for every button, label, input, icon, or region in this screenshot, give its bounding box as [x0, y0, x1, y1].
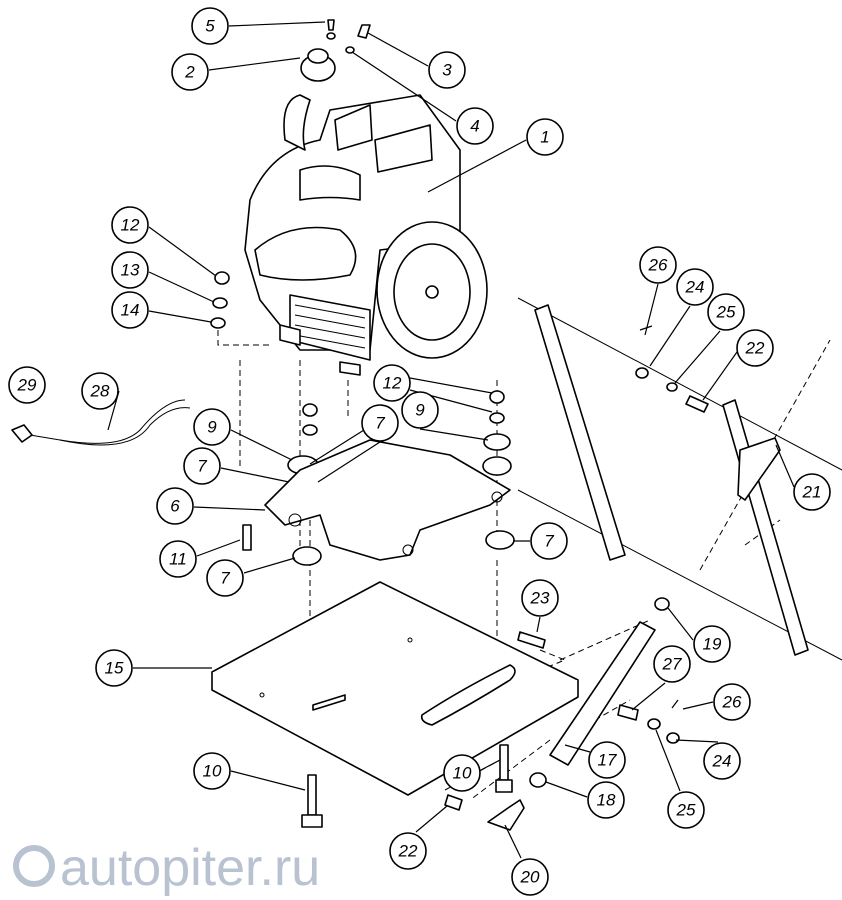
- svg-text:9: 9: [415, 401, 425, 420]
- callout-29: 29: [8, 366, 46, 404]
- svg-text:9: 9: [207, 418, 217, 437]
- svg-text:10: 10: [453, 764, 472, 783]
- callout-24-top: 24: [676, 268, 714, 306]
- callout-26-top: 26: [639, 246, 677, 284]
- svg-text:24: 24: [712, 752, 732, 771]
- callout-17: 17: [588, 741, 626, 779]
- svg-text:28: 28: [90, 382, 110, 401]
- callout-25-lower: 25: [667, 791, 705, 829]
- callout-22-lower: 22: [389, 832, 427, 870]
- svg-text:22: 22: [745, 339, 765, 358]
- svg-text:7: 7: [220, 569, 230, 588]
- engine-bracket: [264, 439, 511, 561]
- callout-22-top: 22: [736, 329, 774, 367]
- callout-10-middle: 10: [443, 754, 481, 792]
- base-plate: [211, 581, 579, 796]
- callout-7-right: 7: [530, 522, 568, 560]
- svg-text:24: 24: [685, 278, 705, 297]
- callout-7-lower: 7: [206, 559, 244, 597]
- callout-11: 11: [159, 540, 197, 578]
- callout-25-top: 25: [707, 293, 745, 331]
- callout-4: 4: [456, 107, 494, 145]
- svg-text:10: 10: [203, 762, 222, 781]
- callout-23: 23: [521, 579, 559, 617]
- svg-text:19: 19: [703, 635, 722, 654]
- bolts: [301, 744, 513, 828]
- svg-text:29: 29: [17, 376, 37, 395]
- callout-15: 15: [95, 649, 133, 687]
- svg-text:4: 4: [470, 117, 479, 136]
- svg-text:12: 12: [383, 374, 402, 393]
- callout-12-middle: 12: [373, 364, 411, 402]
- callout-13: 13: [111, 251, 149, 289]
- svg-text:6: 6: [170, 497, 180, 516]
- leader-lines: [107, 21, 795, 859]
- callout-9-left: 9: [193, 408, 231, 446]
- svg-text:20: 20: [520, 868, 540, 887]
- callout-21: 21: [793, 473, 831, 511]
- callout-24-lower: 24: [703, 742, 741, 780]
- callout-14: 14: [111, 291, 149, 329]
- svg-text:3: 3: [442, 61, 452, 80]
- svg-text:13: 13: [121, 261, 140, 280]
- svg-text:23: 23: [530, 589, 550, 608]
- callout-9-right: 9: [401, 391, 439, 429]
- svg-text:5: 5: [205, 17, 215, 36]
- svg-text:17: 17: [598, 751, 617, 770]
- svg-text:7: 7: [544, 532, 554, 551]
- svg-text:7: 7: [197, 457, 207, 476]
- svg-text:2: 2: [184, 63, 195, 82]
- svg-text:21: 21: [802, 483, 822, 502]
- callout-26-lower: 26: [713, 683, 751, 721]
- svg-text:25: 25: [676, 801, 696, 820]
- callout-27: 27: [653, 645, 691, 683]
- svg-text:15: 15: [105, 659, 124, 678]
- nuts-washers-left: [210, 271, 230, 329]
- throttle-cable: [11, 399, 191, 446]
- svg-text:1: 1: [540, 128, 549, 147]
- callout-1: 1: [526, 118, 564, 156]
- svg-text:26: 26: [648, 256, 668, 275]
- callout-18: 18: [587, 781, 625, 819]
- callout-12-top: 12: [111, 206, 149, 244]
- svg-text:7: 7: [375, 414, 385, 433]
- callout-19: 19: [693, 625, 731, 663]
- callout-3: 3: [428, 51, 466, 89]
- callout-5: 5: [191, 7, 229, 45]
- svg-text:14: 14: [121, 301, 140, 320]
- watermark: autopiter.ru: [13, 839, 320, 897]
- callout-7-left: 7: [183, 447, 221, 485]
- svg-text:11: 11: [169, 550, 187, 569]
- callout-7-center: 7: [361, 404, 399, 442]
- svg-text:22: 22: [398, 842, 418, 861]
- svg-text:27: 27: [662, 655, 682, 674]
- callout-28: 28: [81, 372, 119, 410]
- callout-2: 2: [171, 53, 209, 91]
- svg-text:18: 18: [597, 791, 616, 810]
- exhaust-flange: [300, 19, 371, 82]
- watermark-text: autopiter.ru: [60, 839, 320, 897]
- svg-text:12: 12: [121, 216, 140, 235]
- callout-10-left: 10: [193, 752, 231, 790]
- svg-text:26: 26: [722, 693, 742, 712]
- svg-text:25: 25: [716, 303, 736, 322]
- engine: [244, 94, 488, 376]
- callout-20: 20: [511, 858, 549, 896]
- callout-6: 6: [156, 487, 194, 525]
- support-arms: [444, 297, 842, 831]
